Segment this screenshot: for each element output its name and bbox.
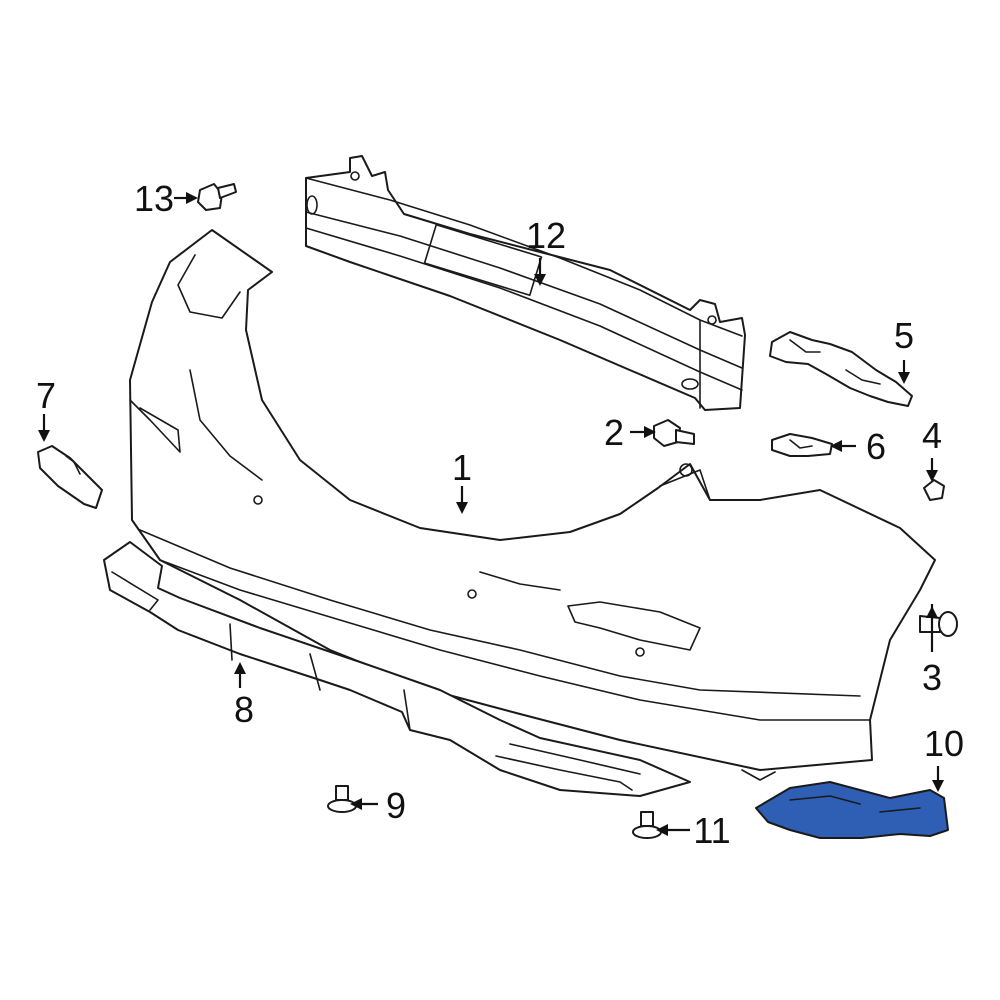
part-4-clip[interactable] xyxy=(923,479,945,501)
part-6-bracket[interactable] xyxy=(771,433,833,457)
callout-4: 4 xyxy=(922,415,942,456)
part-5-bracket[interactable] xyxy=(769,331,913,407)
callout-7: 7 xyxy=(36,375,56,416)
callout-6: 6 xyxy=(866,426,886,467)
callout-9: 9 xyxy=(386,785,406,826)
part-7-reflector[interactable] xyxy=(37,445,103,509)
part-13-bolt[interactable] xyxy=(197,183,237,211)
part-2-bolt[interactable] xyxy=(653,419,695,447)
leader-lines xyxy=(38,192,944,836)
part-10-highlighted-bracket[interactable] xyxy=(755,781,949,839)
callout-11: 11 xyxy=(693,810,730,851)
part-9-screw[interactable] xyxy=(327,785,357,813)
callout-5: 5 xyxy=(894,315,914,356)
part-8-lower-diffuser[interactable] xyxy=(103,541,691,797)
callout-1: 1 xyxy=(452,447,472,488)
callout-8: 8 xyxy=(234,689,254,730)
callout-12: 12 xyxy=(526,215,566,256)
part-12-reinforcement-beam[interactable] xyxy=(305,155,746,411)
callout-3: 3 xyxy=(922,657,942,698)
callout-13: 13 xyxy=(134,178,174,219)
callout-labels: 1 2 3 4 5 6 7 8 9 10 11 12 13 xyxy=(36,178,964,851)
part-3-fastener[interactable] xyxy=(919,611,958,637)
callout-10: 10 xyxy=(924,723,964,764)
part-1-bumper-cover[interactable] xyxy=(129,229,936,781)
callout-2: 2 xyxy=(604,412,624,453)
part-11-screw[interactable] xyxy=(632,811,662,839)
